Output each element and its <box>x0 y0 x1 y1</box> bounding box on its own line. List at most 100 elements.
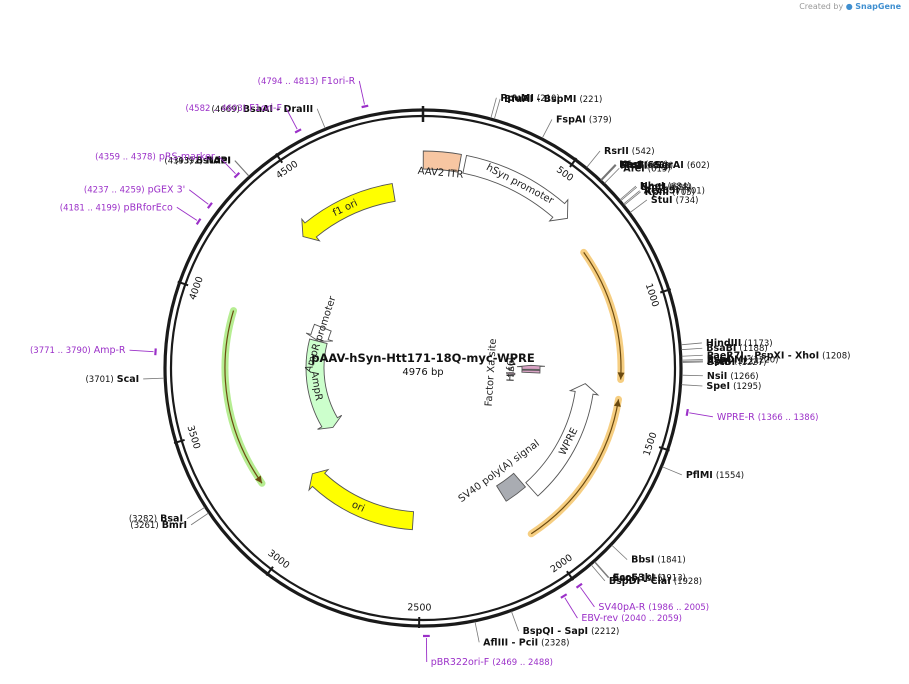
primer-position: (4359 .. 4378) <box>95 152 156 162</box>
primer-name: SV40pA-R <box>598 602 645 613</box>
feature-label: Myc <box>505 357 516 377</box>
site-label: KpnI (705) <box>645 187 695 198</box>
site-position: (3282) <box>129 515 157 525</box>
site-name: KpnI <box>645 187 669 198</box>
primer-name: Amp-R <box>94 345 126 356</box>
primer-name: F1ori-F <box>249 103 282 114</box>
site-label: PflMI (1554) <box>686 470 744 481</box>
site-bbsi: BbsI (1841) <box>611 544 686 566</box>
site-position: (1220) <box>750 356 778 366</box>
feature-shape <box>305 338 343 430</box>
site-name: AflIII <box>483 637 508 648</box>
site-name: HindIII <box>706 338 741 349</box>
primer-pbrforeco: (4181 .. 4199) pBRforEco <box>60 202 202 225</box>
tick-label: 1500 <box>642 431 660 457</box>
site-leader <box>474 621 480 643</box>
primer-leader <box>689 412 714 418</box>
site-label: (4393) BstAPI <box>164 156 231 167</box>
site-label: ApaI (1224) <box>707 356 762 367</box>
site-name: BbsI <box>631 555 654 566</box>
site-nsii: NsiI (1266) <box>681 371 759 382</box>
plasmid-name: pAAV-hSyn-Htt171-18Q-myc-WPRE <box>311 351 535 365</box>
site-name-alt: - PspXI <box>744 350 785 361</box>
site-label: (3701) ScaI <box>85 374 139 385</box>
tick-mark <box>659 288 672 294</box>
snapgene-credit: Created by ● SnapGene <box>799 2 901 11</box>
site-bsai: (3282) BsaI <box>129 507 205 525</box>
site-leader <box>681 384 703 387</box>
site-bstbi: BstBI (1227) <box>681 357 766 368</box>
site-label: SfoI (601) <box>620 160 667 171</box>
site-name: BmtI <box>641 182 666 193</box>
primer-pgex-3-: (4237 .. 4259) pGEX 3' <box>84 185 213 209</box>
site-leader <box>662 466 682 476</box>
feature-ori: ori <box>308 468 415 531</box>
primer-label: EBV-rev (2040 .. 2059) <box>581 613 682 624</box>
site-name-alt: - ClaI <box>640 576 671 587</box>
site-name: SfoI <box>620 160 641 171</box>
site-saci: SacI (1915) <box>594 561 666 584</box>
primer-leader <box>358 80 365 105</box>
site-name: NheI <box>640 181 665 192</box>
site-label: AfeI (615) <box>623 163 670 174</box>
feature-shape <box>516 364 546 370</box>
primer-mark <box>294 128 302 134</box>
tick-label: 3500 <box>184 424 202 450</box>
feature-his6: His6 <box>506 360 541 382</box>
primer-mark <box>195 218 202 225</box>
site-name: MreI <box>620 160 644 171</box>
site-name: BmrI <box>162 520 187 531</box>
site-position: (210) <box>537 94 560 104</box>
orf-highlight-line <box>224 310 263 484</box>
site-label: PspOMI (1220) <box>707 355 779 366</box>
site-label: NsiI (1266) <box>707 371 759 382</box>
site-name: PaeR7I <box>707 350 744 361</box>
feature-shape <box>308 468 415 531</box>
primer-position: (2040 .. 2059) <box>621 614 682 624</box>
site-stui: StuI (734) <box>629 195 698 213</box>
site-position: (684) <box>668 182 691 192</box>
site-label: BspQI - SapI (2212) <box>523 626 620 637</box>
orf-highlight-arrowhead <box>617 372 625 380</box>
site-label: BspDI - ClaI (1928) <box>609 576 702 587</box>
site-name-alt: - SgrAI <box>644 160 684 171</box>
site-rsrii: RsrII (542) <box>586 146 655 168</box>
site-position: (615) <box>648 164 671 174</box>
primer-leader <box>285 107 298 130</box>
site-name: StuI <box>651 195 673 206</box>
site-leader <box>594 561 609 579</box>
site-position: (4392) <box>175 157 203 167</box>
site-bstapi: (4393) BstAPI <box>164 156 250 177</box>
site-name: SpeI <box>706 381 730 392</box>
site-name: BstBI <box>707 357 735 368</box>
primer-leader <box>176 206 198 221</box>
site-leader <box>623 190 640 205</box>
primer-label: (4582 .. 4603) F1ori-F <box>185 103 282 114</box>
site-name: BfuAI <box>504 94 533 105</box>
primer-mark <box>575 582 583 589</box>
site-position: (1841) <box>657 556 685 566</box>
primer-mark <box>361 104 369 109</box>
site-leader <box>620 186 638 202</box>
site-acc65i: Acc65I (701) <box>623 186 705 205</box>
site-afliii: AflIII - PciI (2328) <box>474 621 569 648</box>
site-name: PluTI <box>620 160 647 171</box>
primer-name: pGEX 3' <box>148 185 186 196</box>
primer-position: (4237 .. 4259) <box>84 186 145 196</box>
site-leader <box>234 160 250 177</box>
site-eco53ki: Eco53kI (1913) <box>594 561 686 583</box>
primer-name: pBR322ori-F <box>431 657 490 668</box>
primer-mark <box>685 408 689 416</box>
site-position: (600) <box>645 161 668 171</box>
tick-mark <box>275 153 284 164</box>
site-bspqi: BspQI - SapI (2212) <box>511 611 619 637</box>
primer-label: (3771 .. 3790) Amp-R <box>30 345 126 356</box>
site-position: (3261) <box>130 521 158 531</box>
orf-highlight-band <box>221 307 266 487</box>
primer-position: (1366 .. 1386) <box>758 413 819 423</box>
site-position: (221) <box>579 95 602 105</box>
site-leader <box>493 98 501 120</box>
site-bfuai: BfuAI - BspMI (221) <box>493 94 602 120</box>
site-leader <box>186 507 205 520</box>
